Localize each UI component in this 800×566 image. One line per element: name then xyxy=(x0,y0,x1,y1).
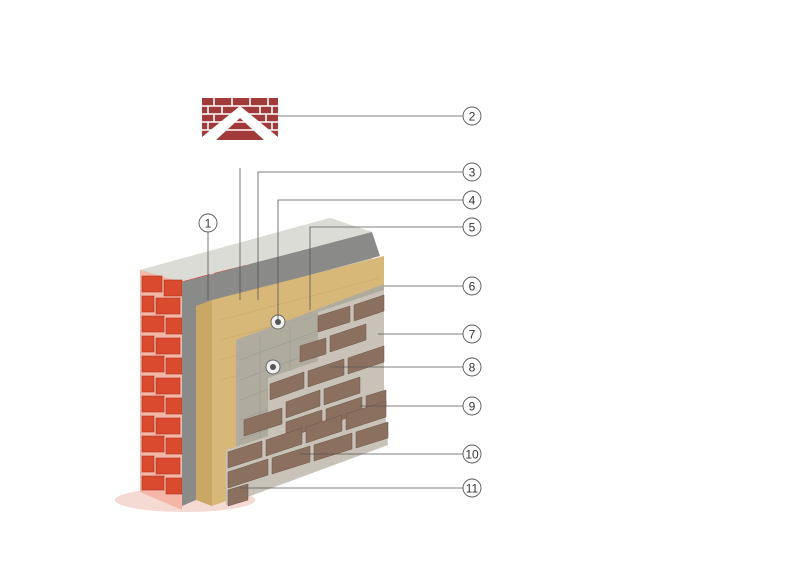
callout-8-label: 8 xyxy=(469,361,476,375)
callout-10: 10 xyxy=(462,444,482,464)
callout-6-label: 6 xyxy=(469,280,476,294)
callout-7-label: 7 xyxy=(469,328,476,342)
callout-6: 6 xyxy=(462,276,482,296)
adhesive-layer xyxy=(182,232,380,506)
callout-1: 1 xyxy=(198,213,218,233)
leader-lines xyxy=(207,115,463,489)
callout-5-label: 5 xyxy=(469,221,476,235)
callout-3: 3 xyxy=(462,162,482,182)
callout-11-label: 11 xyxy=(466,482,479,496)
callout-9: 9 xyxy=(462,396,482,416)
insulation-edge xyxy=(196,300,212,506)
callout-4-label: 4 xyxy=(469,194,476,208)
callout-2: 2 xyxy=(462,106,482,126)
leader-line-3b xyxy=(257,171,463,300)
anchor-dowel-icon xyxy=(265,359,281,375)
callout-2-label: 2 xyxy=(469,110,476,124)
callout-7: 7 xyxy=(462,324,482,344)
callout-8: 8 xyxy=(462,357,482,377)
callout-9-label: 9 xyxy=(469,400,476,414)
leader-line-5 xyxy=(309,226,463,310)
facing-brick-tiles xyxy=(226,290,389,507)
callout-4: 4 xyxy=(462,190,482,210)
leader-line-4 xyxy=(277,199,463,322)
callout-11: 11 xyxy=(462,478,482,498)
callout-1-label: 1 xyxy=(205,217,212,231)
callout-10-label: 10 xyxy=(465,448,479,462)
callout-3-label: 3 xyxy=(469,166,476,180)
brick-logo-icon xyxy=(202,98,278,140)
callout-5: 5 xyxy=(462,217,482,237)
